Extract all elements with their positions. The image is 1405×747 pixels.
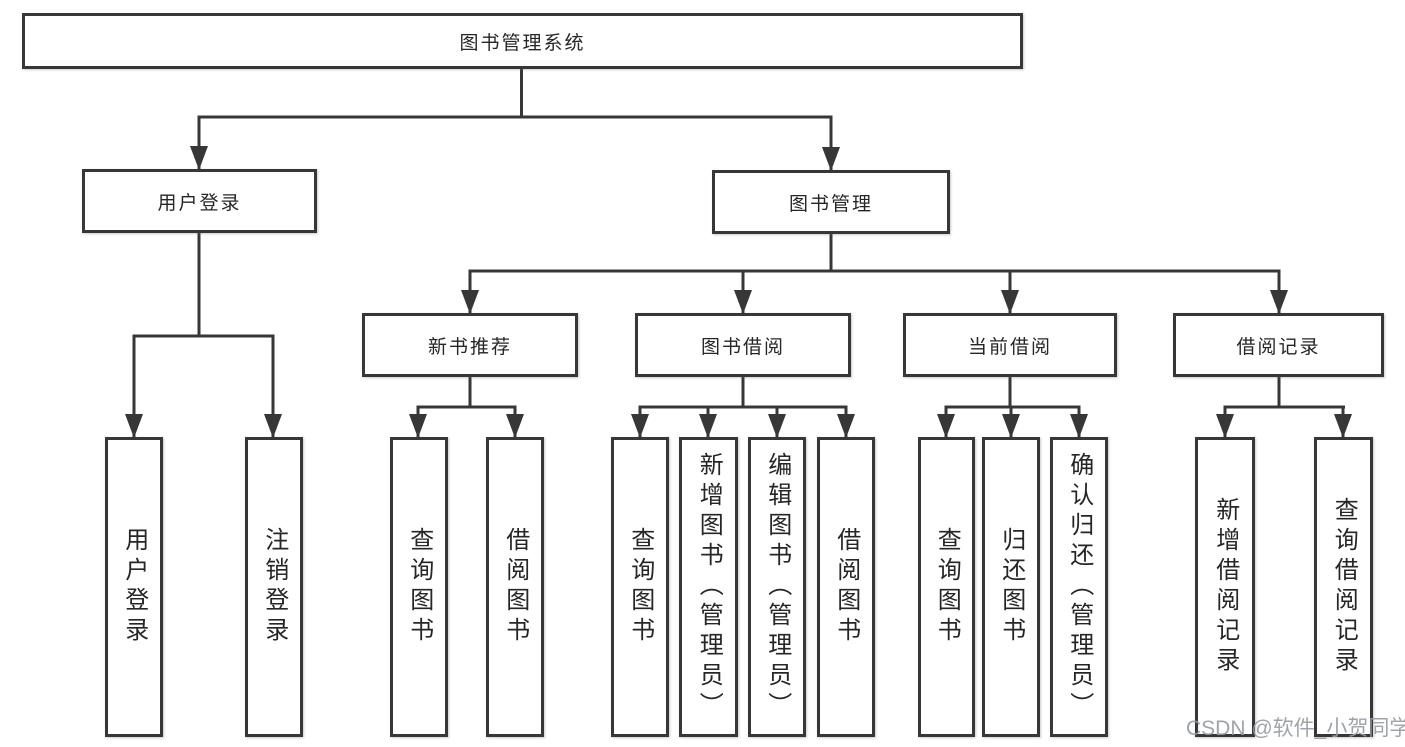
node-book-management: 图书管理: [712, 170, 950, 234]
node-label: 新增图书（管理员）: [695, 452, 723, 722]
leaf-logout: 注销登录: [245, 437, 303, 737]
node-label: 图书借阅: [700, 336, 785, 358]
leaf-borrow-books-1: 借阅图书: [486, 437, 544, 737]
csdn-watermark: CSDN @软件_小贺同学: [1186, 717, 1405, 740]
node-label: 查询图书: [933, 527, 961, 647]
leaf-query-borrow-record: 查询借阅记录: [1314, 437, 1373, 737]
node-borrowing-records: 借阅记录: [1173, 313, 1384, 377]
leaf-confirm-return-admin: 确认归还（管理员）: [1050, 437, 1108, 737]
node-label: 图书管理系统: [459, 32, 586, 54]
leaf-user-login: 用户登录: [105, 437, 163, 737]
node-label: 编辑图书（管理员）: [763, 452, 791, 722]
node-label: 查询图书: [626, 527, 654, 647]
node-label: 图书管理: [788, 193, 873, 215]
node-label: 归还图书: [997, 527, 1025, 647]
node-label: 查询图书: [405, 527, 433, 647]
leaf-query-books-2: 查询图书: [611, 437, 669, 737]
node-label: 借阅图书: [501, 527, 529, 647]
node-label: 借阅图书: [832, 527, 860, 647]
node-label: 新增借阅记录: [1211, 497, 1239, 677]
node-label: 用户登录: [120, 527, 148, 647]
leaf-borrow-books-2: 借阅图书: [817, 437, 875, 737]
leaf-edit-books-admin: 编辑图书（管理员）: [748, 437, 806, 737]
leaf-query-books-3: 查询图书: [918, 437, 975, 737]
node-book-borrowing: 图书借阅: [635, 313, 851, 377]
leaf-add-books-admin: 新增图书（管理员）: [679, 437, 738, 737]
node-user-login: 用户登录: [82, 169, 317, 233]
node-label: 借阅记录: [1236, 336, 1321, 358]
node-current-borrowing: 当前借阅: [903, 313, 1117, 377]
leaf-query-books-1: 查询图书: [390, 437, 448, 737]
node-label: 注销登录: [260, 527, 288, 647]
node-label: 新书推荐: [427, 336, 512, 358]
node-label: 查询借阅记录: [1330, 497, 1358, 677]
node-library-management-system: 图书管理系统: [22, 13, 1023, 69]
node-label: 当前借阅: [967, 336, 1052, 358]
leaf-return-books: 归还图书: [982, 437, 1040, 737]
node-label: 确认归还（管理员）: [1065, 452, 1093, 722]
leaf-add-borrow-record: 新增借阅记录: [1195, 437, 1255, 737]
node-new-book-recommend: 新书推荐: [362, 313, 578, 377]
node-label: 用户登录: [157, 192, 242, 214]
